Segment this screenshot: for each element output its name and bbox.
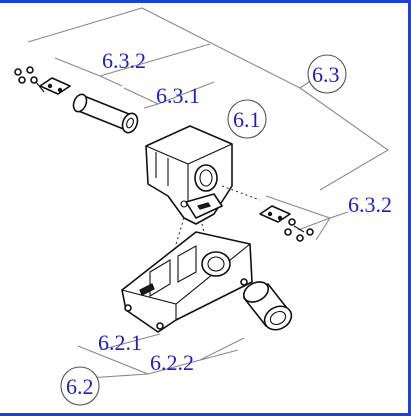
lower-frame-body-icon	[121, 231, 253, 333]
frame-foot-bolt-icon	[240, 278, 248, 286]
washer-icon	[288, 218, 296, 226]
label-6-2-2: 6.2.2	[150, 350, 194, 375]
fasteners-right	[259, 205, 314, 242]
frame-foot-bolt-icon	[156, 322, 164, 330]
frame-top-border	[0, 0, 411, 3]
leader-6-2-to-bubble	[87, 373, 149, 379]
nut-icon	[306, 228, 314, 236]
label-6-1: 6.1	[233, 107, 261, 132]
frame-right-border	[408, 0, 411, 416]
leader-6-3-right	[299, 87, 390, 191]
callout-bubble-6-1	[227, 99, 267, 139]
frame-bottom-border	[0, 413, 411, 416]
label-6-3: 6.3	[312, 62, 340, 87]
bracket-bolt-hole-icon	[180, 200, 188, 208]
pivot-pin	[72, 93, 139, 134]
washer-icon	[26, 66, 34, 74]
leader-6-3-2-right-tail	[297, 217, 331, 231]
callout-bubble-6-2	[60, 366, 100, 406]
bushing-end-front-icon	[263, 305, 293, 331]
plate-hole-icon	[277, 215, 283, 221]
bushing-end-back-icon	[242, 281, 270, 303]
leader-6-3-2-top-branch	[99, 43, 211, 77]
label-6-3-2-top: 6.3.2	[102, 48, 146, 73]
nut-icon	[18, 76, 26, 84]
leader-6-3-1-branch	[143, 103, 159, 109]
lower-frame	[121, 231, 253, 333]
bracket-bore-icon	[194, 164, 218, 192]
upper-bracket-body-icon	[145, 125, 233, 225]
upper-bracket	[145, 125, 233, 225]
plate-hole-icon	[267, 211, 273, 217]
nut-icon	[296, 234, 304, 242]
lock-plate-icon	[39, 77, 71, 95]
label-6-3-1: 6.3.1	[156, 83, 200, 108]
leader-6-2-1-tick	[99, 333, 161, 351]
assembly-line	[175, 217, 185, 245]
label-6-2: 6.2	[66, 374, 94, 399]
label-6-3-2-right: 6.3.2	[348, 192, 392, 217]
bushing-bore-icon	[269, 310, 287, 326]
bushing	[242, 281, 293, 331]
label-6-2-1: 6.2.1	[98, 330, 142, 355]
callout-bubble-6-3	[307, 54, 347, 94]
assembly-dashed-lines	[175, 185, 261, 245]
assembly-line	[221, 185, 261, 201]
bolt-shank-icon	[293, 225, 305, 233]
frame-bore-inner-icon	[207, 256, 225, 272]
leader-6-3-2-right-branch	[315, 217, 331, 241]
frame-bore-icon	[201, 251, 231, 277]
frame-foot-bolt-icon	[124, 304, 132, 312]
bolt-shank-icon	[35, 81, 45, 93]
pin-end-left-icon	[72, 93, 88, 113]
bracket-bore-inner-icon	[199, 169, 213, 187]
bracket-marking-icon	[197, 202, 211, 210]
washer-icon	[284, 228, 292, 236]
lock-plate-icon	[259, 205, 291, 223]
plate-hole-icon	[57, 87, 63, 93]
leader-lines	[27, 7, 390, 379]
frame-window-icon	[177, 245, 197, 283]
leader-6-2-2-tick	[199, 337, 245, 361]
washer-icon	[30, 76, 38, 84]
fasteners-top-left	[14, 66, 71, 95]
leader-6-3-top	[27, 7, 301, 89]
plate-hole-icon	[47, 83, 53, 89]
nut-icon	[14, 68, 22, 76]
pin-bore-icon	[126, 117, 134, 129]
pin-end-right-icon	[121, 112, 139, 134]
frame-marking-icon	[139, 283, 155, 296]
